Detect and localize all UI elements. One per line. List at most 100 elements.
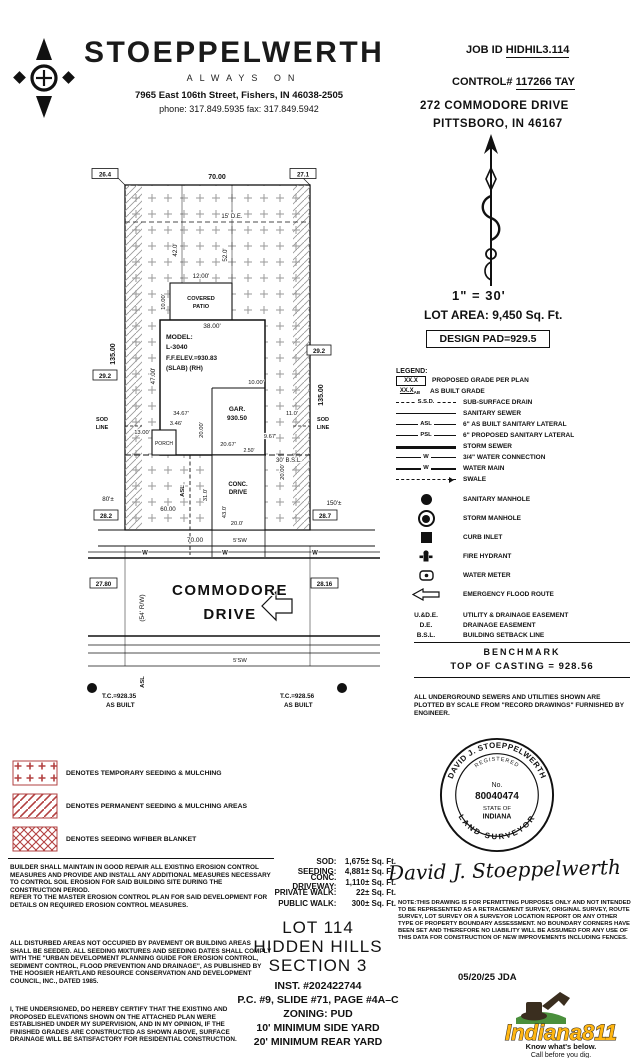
legend-item-asl: ASL 6" AS BUILT SANITARY LATERAL	[396, 419, 632, 430]
sanitary-manhole-icon	[87, 683, 97, 693]
legend-abbrev-bsl: B.S.L. BUILDING SETBACK LINE	[416, 631, 545, 639]
model-number: L-3040	[166, 344, 188, 351]
dim-label: 3.46'	[170, 421, 182, 427]
dim-label: 60.00	[160, 506, 176, 513]
building-setback-label: 30' B.S.L.	[276, 458, 302, 464]
emergency-flood-route-icon	[412, 588, 440, 601]
seal-registered: REGISTERED	[474, 757, 519, 770]
surveyor-signature: David J. Stoeppelwerth	[387, 854, 622, 886]
legend-item-swale: SWALE	[396, 474, 632, 485]
legend: LEGEND: XX.X PROPOSED GRADE PER PLAN XX.…	[396, 368, 632, 640]
hatch-legend-temporary: DENOTES TEMPORARY SEEDING & MULCHING	[12, 760, 272, 786]
as-built-label: AS BUILT	[106, 702, 135, 709]
porch-label: PORCH	[155, 441, 173, 447]
dim-label: 42.0'	[172, 243, 179, 256]
benchmark-title: BENCHMARK	[483, 647, 561, 657]
lot-area-units: Sq. Ft.	[525, 308, 563, 322]
sanitary-manhole-icon	[337, 683, 347, 693]
street-name: COMMODORE	[172, 582, 288, 599]
legend-symbol-water-meter: WATER METER	[396, 566, 632, 585]
covered-patio-label: COVERED	[187, 296, 215, 302]
logo-tagline-1: Know what's below.	[526, 1042, 597, 1051]
job-id-value: HIDHIL3.114	[505, 44, 570, 58]
dim-label: 13.00'	[134, 430, 150, 436]
company-phone: phone: 317.849.5935 fax: 317.849.5942	[159, 104, 319, 114]
scale-text: 1" = 30'	[452, 288, 506, 303]
water-line-label: W	[312, 551, 318, 557]
site-address-line2: PITTSBORO, IN 46167	[433, 118, 563, 130]
plat-reference: P.C. #9, SLIDE #71, PAGE #4A–C	[237, 994, 399, 1006]
seal-state-of: STATE OF	[483, 806, 511, 812]
seal-no-label: No.	[492, 782, 503, 789]
proposed-grade-box: XX.X	[396, 375, 426, 386]
svg-text:REGISTERED: REGISTERED	[474, 757, 520, 770]
indiana-811-logo: Indiana811 Know what's below. Call befor…	[504, 992, 618, 1058]
water-meter-icon	[418, 570, 434, 581]
sod-line-label: SOD	[317, 417, 329, 423]
drive-label: DRIVE	[229, 490, 247, 496]
flood-route-arrow-icon	[261, 590, 293, 622]
dim-label: 10.00'	[161, 294, 167, 310]
site-address-line1: 272 COMMODORE DRIVE	[420, 100, 569, 112]
dim-label: 150'±	[327, 500, 343, 507]
legend-symbol-curb-inlet: CURB INLET	[396, 528, 632, 547]
lot-depth-left: 135.00	[110, 343, 117, 365]
north-arrow-icon	[481, 134, 501, 286]
grade-label: 29.2	[313, 348, 326, 355]
legend-title: LEGEND:	[396, 368, 428, 375]
qty-row-driveway: CONC. DRIVEWAY:1,110± Sq. Ft.	[292, 873, 396, 892]
drainage-easement-label: 15' D.E.	[221, 214, 242, 220]
underground-utilities-note: ALL UNDERGROUND SEWERS AND UTILITIES SHO…	[414, 694, 624, 717]
diagonal-hatch-swatch	[12, 793, 58, 819]
garage-label: GAR.	[229, 406, 245, 413]
legend-item-water-connection: W 3/4" WATER CONNECTION	[396, 452, 632, 463]
legend-item-storm-sewer: STORM SEWER	[396, 441, 632, 452]
job-id-row: JOB ID HIDHIL3.114	[466, 44, 570, 58]
legend-item-sanitary-sewer: SANITARY SEWER	[396, 408, 632, 419]
surveyor-seal: DAVID J. STOEPPELWERTH REGISTERED No. 80…	[439, 737, 555, 853]
company-address: 7965 East 106th Street, Fishers, IN 4603…	[134, 90, 344, 101]
house-width: 38.00'	[203, 323, 221, 330]
site-plan-drawing: 26.4 70.00 27.1 15' D.E. 42.0' 52.0' 12.…	[87, 168, 380, 710]
dim-label: 10.00'	[248, 380, 264, 386]
dim-label: 20.67'	[220, 442, 236, 448]
model-label: MODEL:	[166, 334, 193, 341]
legend-symbol-sanitary-manhole: SANITARY MANHOLE	[396, 490, 632, 509]
grade-label: 29.2	[99, 373, 112, 380]
water-line-label: W	[142, 551, 148, 557]
disturbed-areas-note: ALL DISTURBED AREAS NOT OCCUPIED BY PAVE…	[10, 940, 272, 985]
cross-hatch-swatch	[12, 826, 58, 852]
sod-line-label: SOD	[96, 417, 108, 423]
excavator-icon	[521, 992, 570, 1021]
grade-label: 26.4	[99, 171, 112, 178]
sanitary-lateral-label: ASL	[180, 485, 186, 497]
notes-divider	[8, 858, 274, 859]
legend-grade-row: XX.X PROPOSED GRADE PER PLAN	[396, 375, 632, 386]
section-number: SECTION 3	[268, 956, 368, 975]
builder-erosion-note: BUILDER SHALL MAINTAIN IN GOOD REPAIR AL…	[10, 864, 271, 909]
company-name: STOEPPELWERTH	[84, 36, 385, 69]
certification-note: I, THE UNDERSIGNED, DO HEREBY CERTIFY TH…	[10, 1006, 237, 1044]
qty-row-sod: SOD:1,675± Sq. Ft.	[316, 856, 396, 866]
swale-arrow-icon	[449, 476, 454, 483]
plus-hatch-swatch	[12, 760, 58, 786]
legend-symbol-storm-manhole: STORM MANHOLE	[396, 509, 632, 528]
benchmark-block: BENCHMARK TOP OF CASTING = 928.56	[414, 642, 630, 678]
slab-label: (SLAB) (RH)	[166, 365, 203, 372]
lot-area: LOT AREA: 9,450 Sq. Ft.	[424, 308, 562, 322]
grade-label: 27.1	[297, 171, 310, 178]
grade-label: 28.2	[100, 513, 113, 520]
sod-line-label: LINE	[317, 425, 330, 431]
hatch-legend-permanent: DENOTES PERMANENT SEEDING & MULCHING ARE…	[12, 793, 272, 819]
dim-label: 2.50'	[243, 448, 254, 454]
seal-state: INDIANA	[483, 814, 512, 821]
logo-text: Indiana811	[505, 1020, 617, 1045]
garage-elevation: 930.50	[227, 415, 247, 422]
dim-label: 12.00'	[193, 273, 210, 280]
lot-area-value: 9,450	[492, 308, 523, 322]
sanitary-lateral-label: ASL	[140, 676, 146, 688]
asbuilt-grade-sample: XX.XAB	[399, 387, 421, 396]
grade-label: 28.7	[319, 513, 332, 520]
top-of-casting-left: T.C.=928.35	[102, 693, 137, 700]
right-of-way-label: (54' R/W)	[139, 594, 146, 621]
